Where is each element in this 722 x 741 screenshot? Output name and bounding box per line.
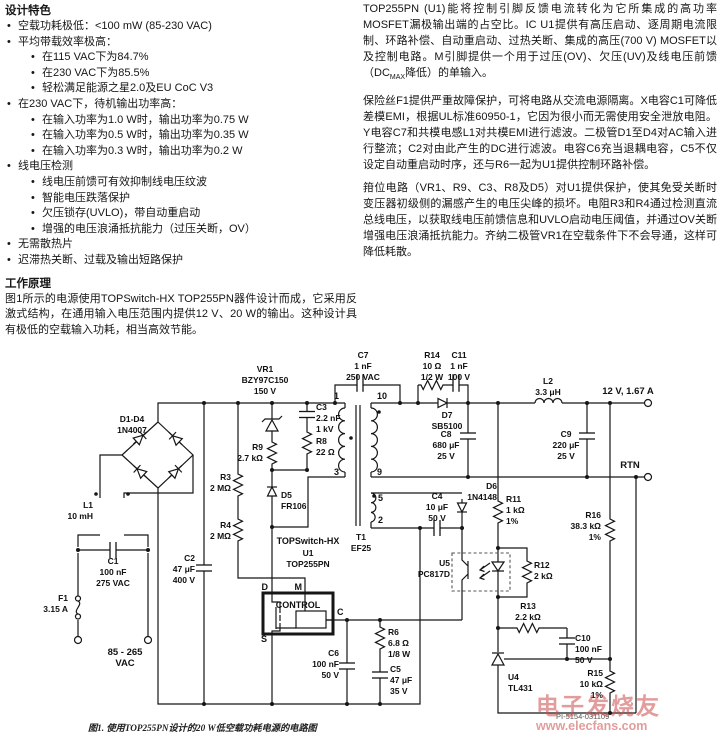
list-item: 在115 VAC下为84.7% xyxy=(29,50,357,66)
pi-drawing-number: PI-5154-031109 xyxy=(556,712,609,721)
label-pin-9: 9 xyxy=(377,467,382,477)
label-pin-d: D xyxy=(262,582,269,592)
label-pin-2: 2 xyxy=(378,515,383,525)
component-symbols xyxy=(73,373,653,715)
label-pin-3: 3 xyxy=(334,467,339,477)
list-item: 平均带载效率极高： xyxy=(5,35,357,51)
list-item: 线电压前馈可有效抑制线电压纹波 xyxy=(29,175,357,191)
list-item: 空载功耗极低：<100 mW (85-230 VAC) xyxy=(5,19,357,35)
list-item: 增强的电压浪涌抵抗能力（过压关断，OV） xyxy=(29,222,357,238)
list-item: 迟滞热关断、过载及输出短路保护 xyxy=(5,253,357,269)
label-topswitch-hx: TOPSwitch-HX xyxy=(277,536,340,546)
label-pin-c: C xyxy=(337,607,344,617)
list-item: 在230 VAC下为85.5% xyxy=(29,66,357,82)
paragraph-clamp: 箝位电路（VR1、R9、C3、R8及D5）对U1提供保护，使其免受关断时变压器初… xyxy=(363,182,717,259)
list-item: 在输入功率为0.3 W时，输出功率为0.2 W xyxy=(29,144,357,160)
list-item: 在230 VAC下，待机输出功率高： xyxy=(5,97,357,113)
label-output-12v: 12 V, 1.67 A xyxy=(602,386,654,397)
label-pin-s: S xyxy=(261,634,267,644)
list-item: 欠压锁存(UVLO)，带自动重启动 xyxy=(29,206,357,222)
operation-paragraph: 图1所示的电源使用TOPSwitch-HX TOP255PN器件设计而成，它采用… xyxy=(5,292,357,337)
polarity-dots xyxy=(94,410,381,498)
left-column: 设计特色 空载功耗极低：<100 mW (85-230 VAC) 平均带载效率极… xyxy=(5,3,357,339)
list-item: 轻松满足能源之星2.0及EU CoC V3 xyxy=(29,81,357,97)
list-item: 在输入功率为0.5 W时，输出功率为0.35 W xyxy=(29,128,357,144)
paragraph-top255pn: TOP255PN (U1)能将控制引脚反馈电流转化为它所集成的高功率MOSFET… xyxy=(363,3,717,82)
label-rtn: RTN xyxy=(620,460,640,471)
label-pin-1: 1 xyxy=(334,391,339,401)
label-control: CONTROL xyxy=(276,600,321,610)
paragraph-input-stage: 保险丝F1提供严重故障保护，可将电路从交流电源隔离。X电容C1可降低差模EMI，… xyxy=(363,95,717,172)
right-column: TOP255PN (U1)能将控制引脚反馈电流转化为它所集成的高功率MOSFET… xyxy=(363,1,717,267)
list-item: 线电压检测 xyxy=(5,159,357,175)
operation-heading: 工作原理 xyxy=(5,277,51,290)
figure-caption: 图1. 使用TOP255PN设计的20 W低空载功耗电源的电路图 xyxy=(88,723,319,733)
list-item: 智能电压跌落保护 xyxy=(29,191,357,207)
features-heading: 设计特色 xyxy=(5,5,51,17)
list-item: 无需散热片 xyxy=(5,237,357,253)
subscript-max: MAX xyxy=(389,74,406,82)
junction-dots xyxy=(76,401,638,715)
label-pin-m: M xyxy=(295,582,303,592)
label-pin-5: 5 xyxy=(378,493,383,503)
list-item: 在输入功率为1.0 W时，输出功率为0.75 W xyxy=(29,113,357,129)
label-pin-10: 10 xyxy=(377,391,387,401)
